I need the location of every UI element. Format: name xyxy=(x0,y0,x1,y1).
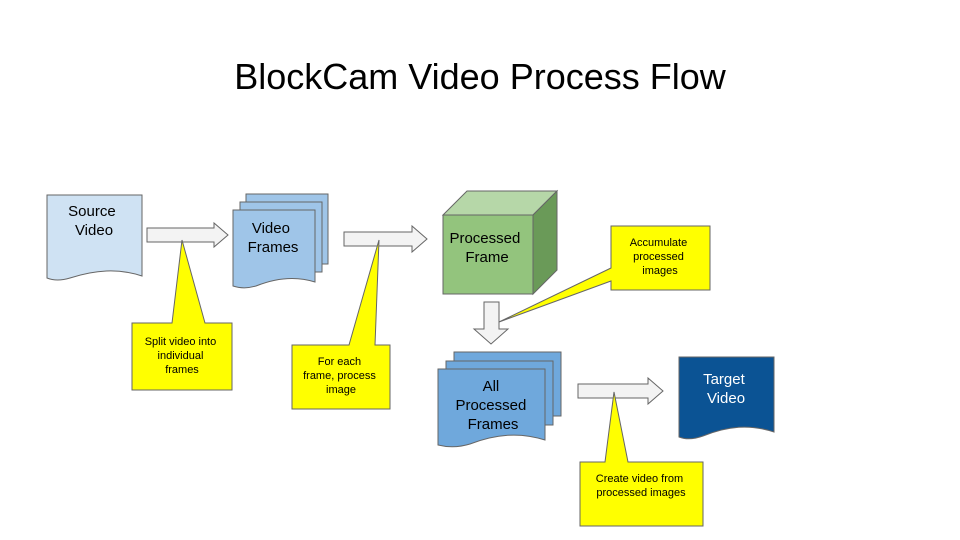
processed-frame-node: Processed Frame xyxy=(441,189,559,296)
processed-frame-label: Processed Frame xyxy=(449,230,524,266)
all-processed-frames-label: All Processed Frames xyxy=(455,378,530,433)
callout-split-text: Split video into individual frames xyxy=(145,336,220,376)
flow-arrow xyxy=(146,221,229,249)
target-video-label-line: Target xyxy=(703,371,746,388)
callout-create-line: Create video from xyxy=(596,473,683,485)
all-processed-frames-front-page xyxy=(437,368,546,448)
video-frames-label-line: Frames xyxy=(248,239,299,256)
video-frames-label-line: Video xyxy=(252,220,290,237)
all-processed-frames-label-line: Processed xyxy=(455,397,526,414)
callout-split-line: Split video into xyxy=(145,336,217,348)
callout-create: Create video from processed images xyxy=(579,391,704,527)
source-video-label-line: Source xyxy=(68,203,116,220)
callout-accumulate-line: Accumulate xyxy=(630,237,687,249)
source-video-label: Source Video xyxy=(68,203,120,239)
flow-arrow xyxy=(343,224,428,254)
video-frames-front-page xyxy=(232,209,316,289)
all-processed-frames-label-line: All xyxy=(483,378,500,395)
callout-for-each-line: frame, process xyxy=(303,370,376,382)
target-video-label-line: Video xyxy=(707,390,745,407)
callout-for-each: For each frame, process image xyxy=(291,239,391,410)
source-video-shape xyxy=(46,194,143,281)
processed-frame-front-face xyxy=(442,214,534,295)
callout-split: Split video into individual frames xyxy=(131,239,233,391)
callout-create-box xyxy=(579,391,704,527)
flow-arrow-down xyxy=(472,301,510,345)
source-video-label-line: Video xyxy=(75,222,113,239)
callout-for-each-box xyxy=(291,239,391,410)
callout-create-text: Create video from processed images xyxy=(596,473,687,499)
callout-split-line: frames xyxy=(165,364,199,376)
callout-for-each-text: For each frame, process image xyxy=(303,356,379,396)
flow-arrow xyxy=(577,376,664,406)
all-processed-frames-label-line: Frames xyxy=(468,416,519,433)
callout-split-box xyxy=(131,239,233,391)
callout-create-line: processed images xyxy=(596,487,686,499)
processed-frame-label-line: Processed xyxy=(449,230,520,247)
callout-accumulate-line: images xyxy=(642,265,678,277)
slide-title: BlockCam Video Process Flow xyxy=(234,56,726,97)
processed-frame-label-line: Frame xyxy=(465,249,508,266)
all-processed-frames-node: All Processed Frames xyxy=(437,351,562,448)
target-video-node: Target Video xyxy=(678,356,775,440)
video-frames-node: Video Frames xyxy=(232,193,329,289)
callout-accumulate-box xyxy=(498,225,711,323)
target-video-shape xyxy=(678,356,775,440)
video-frames-label: Video Frames xyxy=(248,220,299,256)
source-video-node: Source Video xyxy=(46,194,143,281)
callout-accumulate: Accumulate processed images xyxy=(498,225,711,323)
callout-for-each-line: For each xyxy=(318,356,361,368)
target-video-label: Target Video xyxy=(703,371,749,407)
callout-accumulate-text: Accumulate processed images xyxy=(630,237,691,277)
callout-for-each-line: image xyxy=(326,384,356,396)
callout-accumulate-line: processed xyxy=(633,251,684,263)
callout-split-line: individual xyxy=(158,350,204,362)
